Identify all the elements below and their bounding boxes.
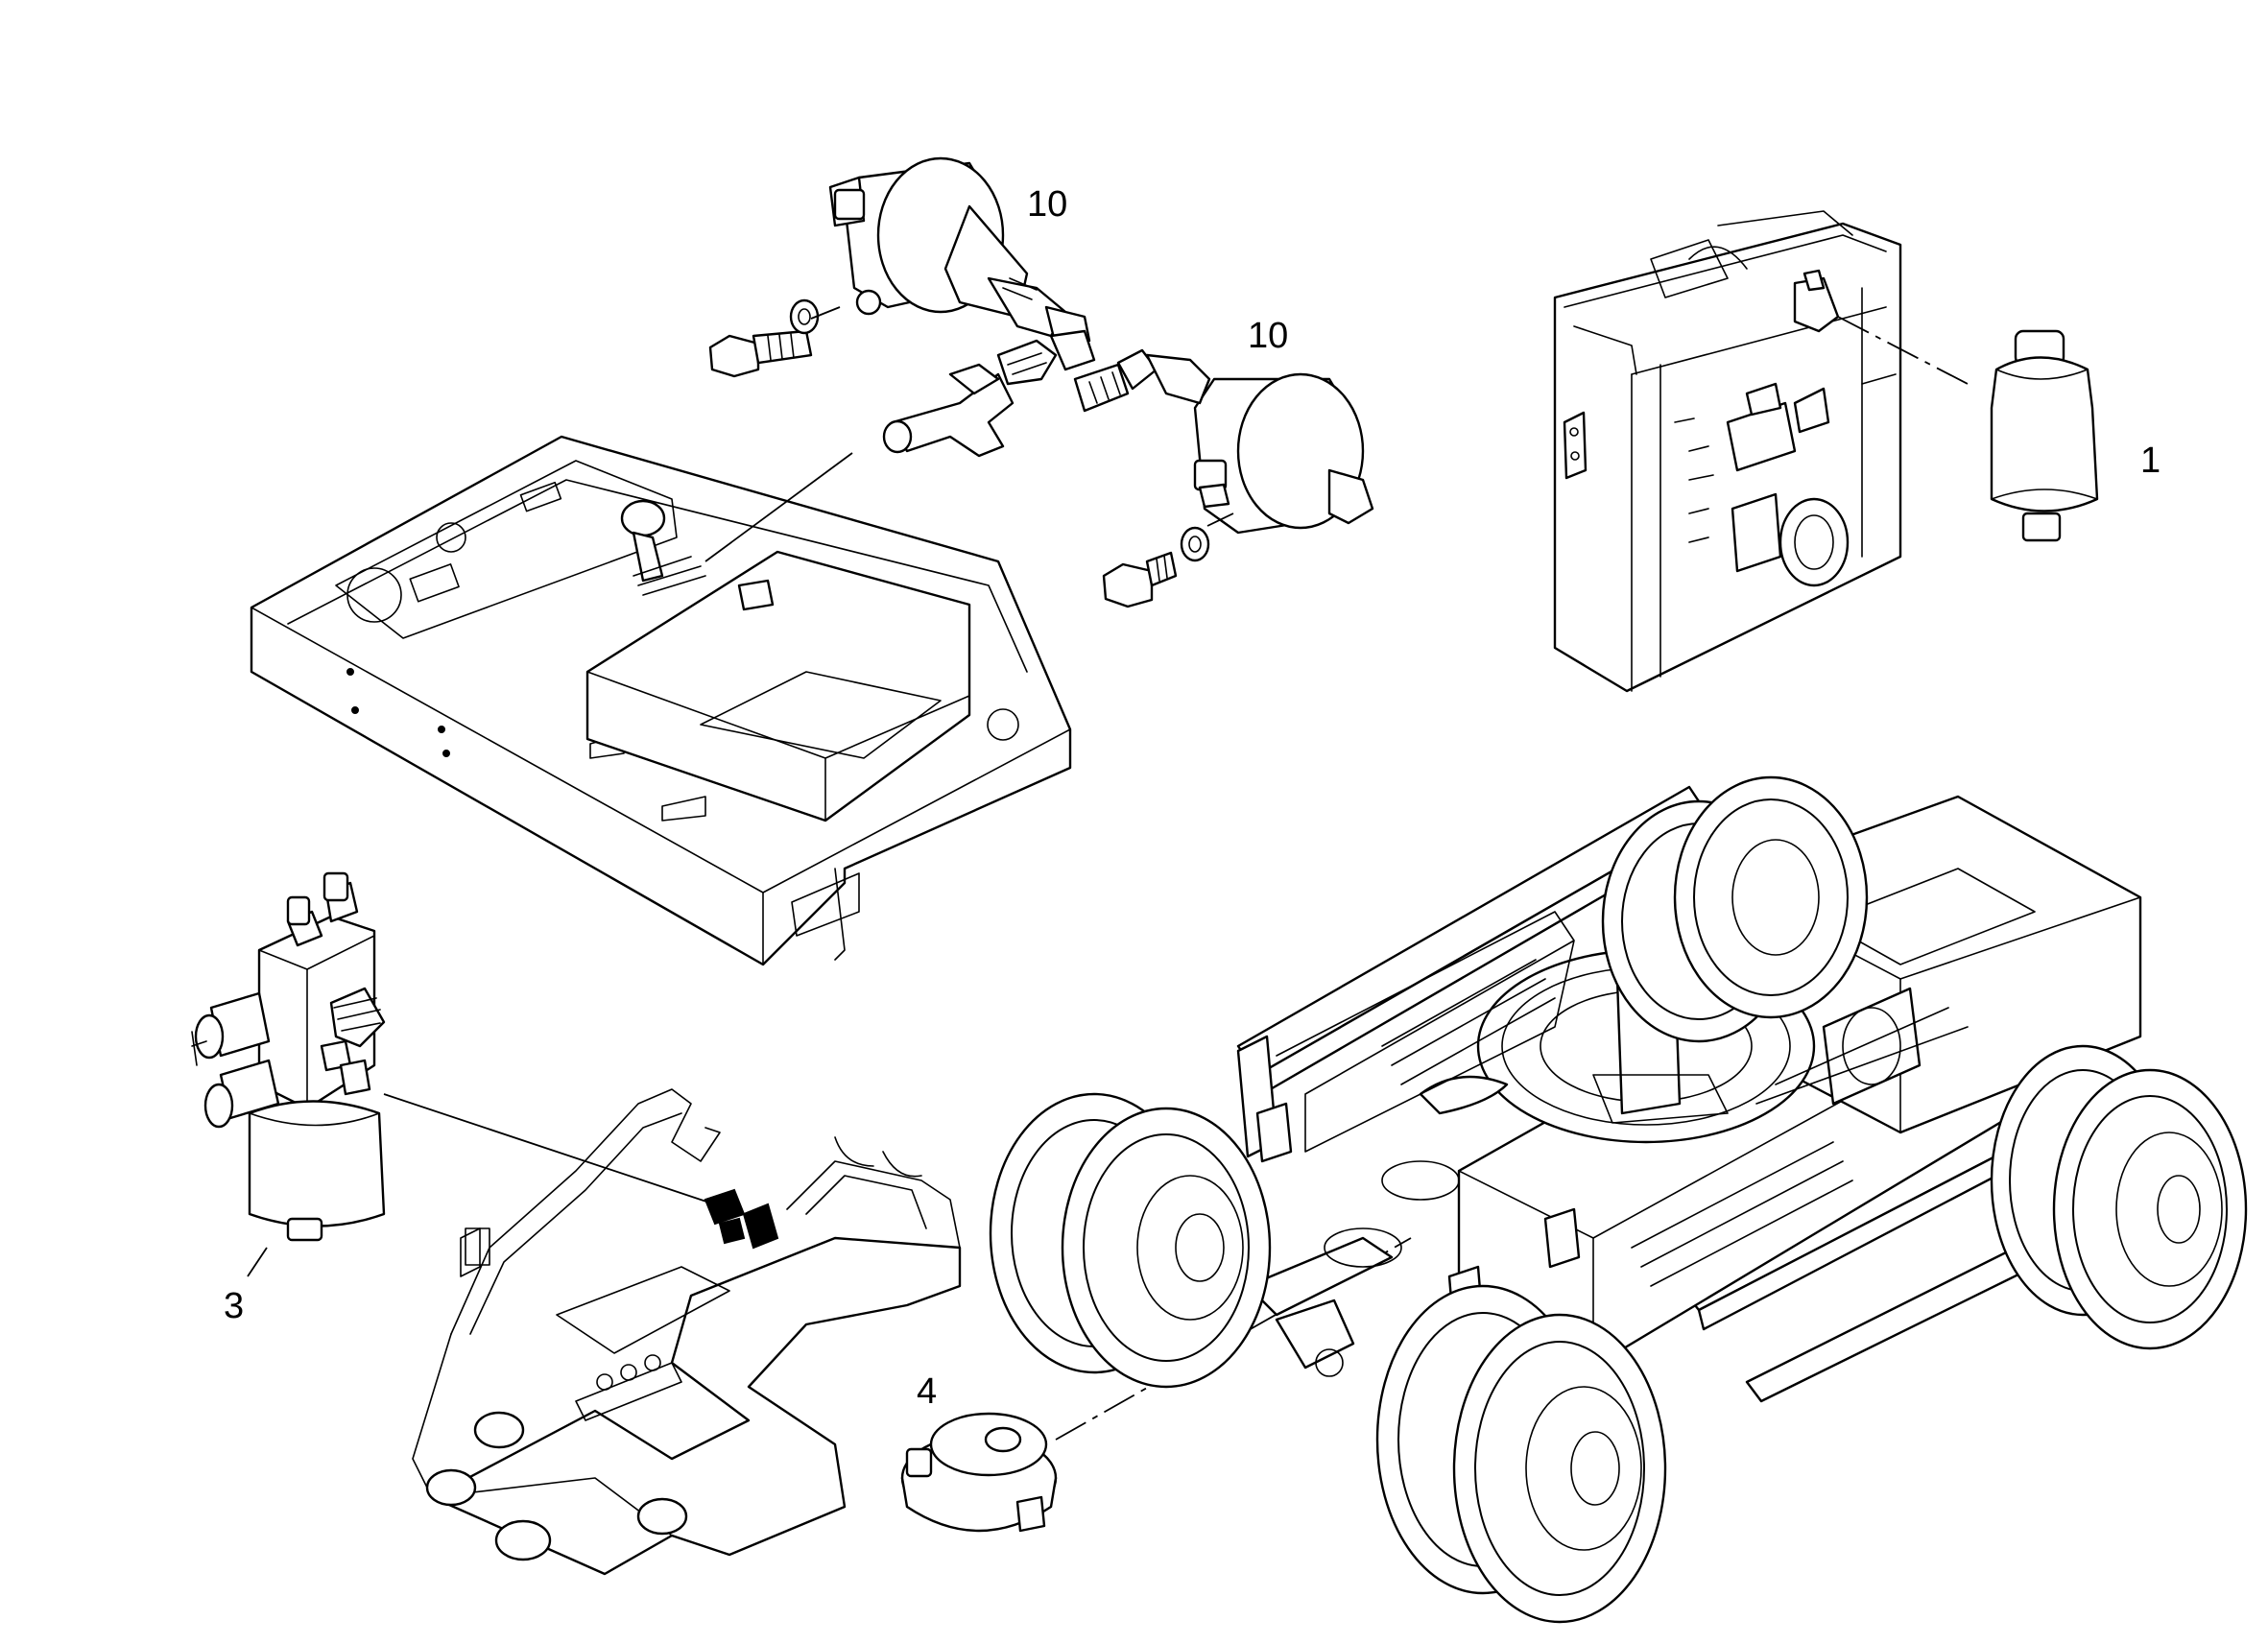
callout-10-upper: 10 — [1027, 184, 1067, 225]
tyre-rear-right-inner — [2052, 1068, 2248, 1350]
bolt-lower — [1102, 551, 1178, 608]
frame-valves-solid — [704, 1188, 779, 1250]
line-valve-to-frame — [383, 1093, 716, 1205]
accumulator-part-1 — [1990, 329, 2099, 542]
callout-4: 4 — [917, 1371, 937, 1412]
tee-fitting — [882, 329, 1096, 458]
dash-line-upper — [810, 306, 841, 320]
main-frame — [412, 1088, 962, 1576]
floor-tray — [585, 550, 971, 822]
washer-lower — [1180, 526, 1210, 562]
leader-part-3 — [247, 1247, 268, 1277]
callout-1: 1 — [2140, 441, 2161, 481]
callout-3: 3 — [224, 1286, 244, 1326]
dash-line-lower — [1206, 512, 1234, 527]
floor-plate-leader — [704, 452, 853, 562]
elbow-fitting — [1073, 348, 1211, 413]
accumulator-10-upper — [828, 156, 1091, 347]
upper-frame-assembly — [1553, 210, 1902, 693]
tyre-front-right-inner — [1452, 1313, 1667, 1624]
bolt-upper — [708, 329, 813, 378]
accumulator-10-lower — [1193, 372, 1374, 535]
plate-valves — [620, 499, 775, 611]
dash-line-part-1 — [1837, 316, 1969, 385]
valve-block-part-3 — [191, 871, 386, 1242]
accumulator-part-4 — [900, 1412, 1058, 1533]
callout-10-lower: 10 — [1248, 316, 1288, 356]
tyre-rear-left-inner — [1673, 775, 1869, 1019]
tyre-front-left-inner — [1061, 1107, 1272, 1389]
